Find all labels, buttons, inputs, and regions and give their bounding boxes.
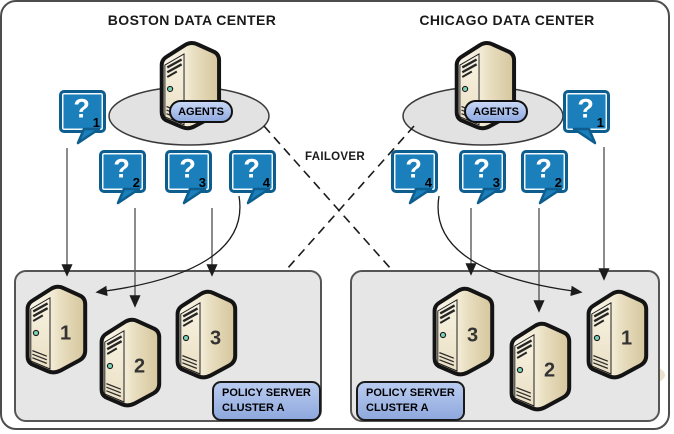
request-number: 2 <box>554 175 562 190</box>
question-icon: ? <box>473 153 490 184</box>
request-number: 3 <box>198 175 206 190</box>
boston-request-bubble-1: ? 1 <box>59 90 106 145</box>
cluster-badge-line1: POLICY SERVER <box>222 387 311 399</box>
question-icon: ? <box>73 93 90 124</box>
server-number: 3 <box>209 327 222 350</box>
bubble-tail-icon <box>476 187 501 205</box>
request-number: 4 <box>424 175 432 190</box>
boston-request-bubble-2: ? 2 <box>99 150 146 205</box>
server-number: 2 <box>133 355 146 378</box>
boston-request-bubble-4: ? 4 <box>229 150 276 205</box>
cluster-badge-line1: POLICY SERVER <box>366 387 455 399</box>
server-number: 3 <box>466 324 479 347</box>
request-number: 2 <box>132 175 140 190</box>
chicago-request-bubble-3: ? 3 <box>459 150 506 205</box>
boston-agents-badge: AGENTS <box>169 100 233 123</box>
boston-cluster-badge: POLICY SERVER CLUSTER A <box>212 381 321 421</box>
question-icon: ? <box>535 153 552 184</box>
chicago-cluster-badge: POLICY SERVER CLUSTER A <box>356 381 465 421</box>
question-icon: ? <box>577 93 594 124</box>
server-number: 1 <box>620 327 633 350</box>
question-icon: ? <box>179 153 196 184</box>
cluster-badge-line2: CLUSTER A <box>222 402 285 414</box>
bubble-tail-icon <box>182 187 207 205</box>
bubble-tail-icon <box>538 187 563 205</box>
failover-label: FAILOVER <box>305 151 365 163</box>
bubble-tail-icon <box>408 187 433 205</box>
cluster-badge-line2: CLUSTER A <box>366 402 429 414</box>
boston-policy-server-1: 1 <box>18 280 90 378</box>
chicago-policy-server-3: 3 <box>425 282 497 380</box>
question-icon: ? <box>405 153 422 184</box>
server-number: 1 <box>59 322 72 345</box>
bubble-tail-icon <box>246 187 271 205</box>
boston-policy-server-2: 2 <box>92 313 164 411</box>
chicago-title: CHICAGO DATA CENTER <box>419 12 595 28</box>
request-number: 1 <box>596 115 604 130</box>
chicago-request-bubble-4: ? 4 <box>391 150 438 205</box>
chicago-policy-server-1: 1 <box>579 285 651 383</box>
request-number: 3 <box>492 175 500 190</box>
bubble-tail-icon <box>116 187 141 205</box>
chicago-request-bubble-1: ? 1 <box>563 90 610 145</box>
bubble-tail-icon <box>572 127 597 145</box>
boston-request-bubble-3: ? 3 <box>165 150 212 205</box>
bubble-tail-icon <box>76 127 101 145</box>
chicago-policy-server-2: 2 <box>502 317 574 415</box>
chicago-agents-badge: AGENTS <box>464 100 528 123</box>
boston-policy-server-3: 3 <box>168 285 240 383</box>
question-icon: ? <box>113 153 130 184</box>
server-number: 2 <box>543 359 556 382</box>
chicago-request-bubble-2: ? 2 <box>521 150 568 205</box>
question-icon: ? <box>243 153 260 184</box>
request-number: 1 <box>92 115 100 130</box>
boston-title: BOSTON DATA CENTER <box>107 12 277 28</box>
